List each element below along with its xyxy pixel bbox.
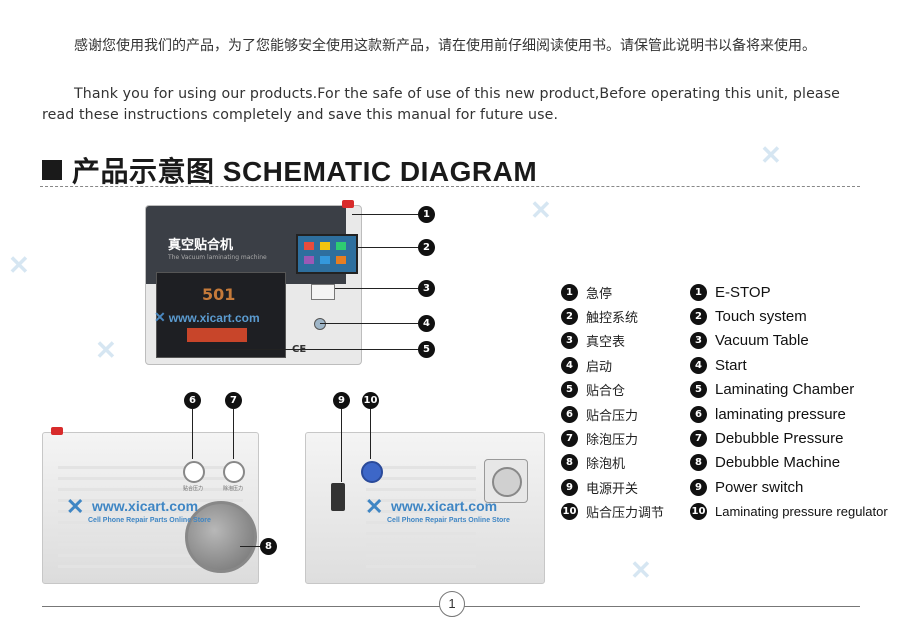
gauge-label: 贴合压力	[183, 486, 204, 492]
callout-7: 7	[225, 392, 242, 409]
power-switch-icon	[331, 483, 345, 511]
square-bullet-icon	[42, 160, 62, 180]
leader-line	[352, 214, 418, 215]
estop-button-icon	[51, 427, 63, 435]
callout-3: 3	[418, 280, 435, 297]
leader-line	[341, 409, 343, 482]
fan-icon	[484, 459, 528, 503]
title-divider	[40, 186, 860, 187]
laminating-pressure-gauge-icon	[183, 461, 205, 483]
leader-line	[240, 546, 260, 547]
callout-9: 9	[333, 392, 350, 409]
section-title-text: 产品示意图 SCHEMATIC DIAGRAM	[72, 156, 538, 187]
intro-english-text: Thank you for using our products.For the…	[42, 86, 841, 123]
leader-line	[233, 409, 235, 459]
pressure-regulator-icon	[361, 461, 383, 483]
callout-5: 5	[418, 341, 435, 358]
leader-line	[335, 288, 418, 289]
callout-2: 2	[418, 239, 435, 256]
callout-4: 4	[418, 315, 435, 332]
watermark-x-icon: ✕	[530, 195, 552, 225]
gauge-label: 除泡压力	[223, 486, 244, 492]
back-watermark: ✕www.xicart.com Cell Phone Repair Parts …	[365, 494, 510, 524]
watermark-x-icon: ✕	[95, 335, 117, 365]
debubble-pressure-gauge-icon	[223, 461, 245, 483]
debubble-machine-door-icon	[185, 501, 257, 573]
leader-line	[356, 247, 418, 248]
start-button-icon	[314, 318, 326, 330]
laminating-chamber-window: 501	[156, 272, 286, 358]
intro-english: Thank you for using our products.For the…	[42, 84, 867, 126]
leader-line	[320, 323, 418, 324]
watermark-x-icon: ✕	[630, 555, 652, 585]
intro-chinese: 感谢您使用我们的产品，为了您能够安全使用这款新产品，请在使用前仔细阅读使用书。请…	[42, 36, 867, 57]
machine-front-title: 真空贴合机	[168, 238, 234, 253]
leader-line	[370, 409, 372, 459]
section-title: 产品示意图 SCHEMATIC DIAGRAM	[42, 150, 537, 190]
machine-side-image: 贴合压力 除泡压力	[42, 427, 259, 584]
intro-chinese-text: 感谢您使用我们的产品，为了您能够安全使用这款新产品，请在使用前仔细阅读使用书。请…	[74, 38, 816, 54]
side-watermark: ✕www.xicart.com Cell Phone Repair Parts …	[66, 494, 211, 524]
vacuum-gauge-icon	[311, 284, 335, 300]
touch-screen	[296, 234, 358, 274]
watermark-x-icon: ✕	[760, 140, 782, 170]
front-watermark: ✕www.xicart.com	[154, 309, 260, 325]
callout-10: 10	[362, 392, 379, 409]
leader-line	[192, 409, 194, 459]
machine-front-subtitle: The Vacuum laminating machine	[168, 254, 267, 261]
chamber-model-label: 501	[202, 285, 236, 304]
leader-line	[210, 349, 418, 350]
page-number: 1	[439, 591, 465, 617]
machine-front-image: 真空贴合机 The Vacuum laminating machine 501 …	[145, 200, 362, 365]
callout-1: 1	[418, 206, 435, 223]
vent-slots	[366, 458, 476, 568]
callout-8: 8	[260, 538, 277, 555]
watermark-x-icon: ✕	[8, 250, 30, 280]
warning-sticker	[187, 328, 247, 342]
callout-6: 6	[184, 392, 201, 409]
machine-back-image	[305, 432, 545, 584]
estop-button-icon	[342, 200, 354, 208]
